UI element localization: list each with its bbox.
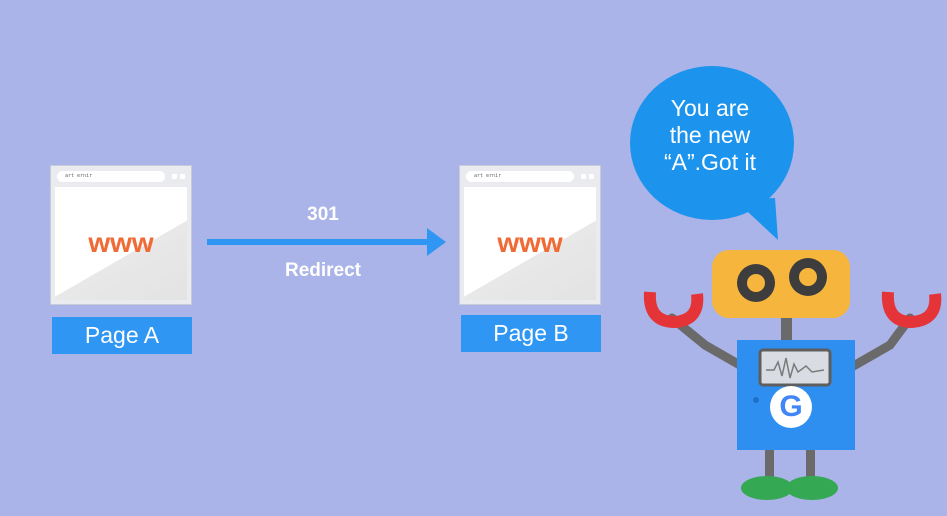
robot-left-foot (741, 476, 793, 500)
page-b-content: www www (464, 187, 596, 300)
window-control-icon (589, 174, 594, 179)
redirect-label: Redirect (284, 260, 362, 281)
window-control-icon (180, 174, 185, 179)
robot-left-hand (643, 291, 704, 329)
page-a-label: Page A (52, 317, 192, 354)
page-a-address-bar: art ernir (57, 171, 165, 182)
robot-left-leg (765, 448, 774, 480)
speech-bubble-shape (630, 66, 794, 240)
google-badge (770, 386, 812, 428)
page-b-address-bar: art ernir (466, 171, 574, 182)
speech-bubble-text: You are the new “A”.Got it (650, 95, 770, 176)
robot (643, 250, 942, 500)
page-a-logo: www (88, 227, 154, 258)
page-a-content: www www (55, 187, 187, 300)
redirect-arrow (207, 228, 446, 256)
robot-left-arm (667, 313, 750, 373)
robot-right-hand (881, 291, 942, 329)
robot-right-foot (786, 476, 838, 500)
robot-screen-waveform (766, 357, 825, 379)
page-b-logo: www (497, 227, 563, 258)
speech-bubble-line: You are (670, 95, 750, 121)
google-g-icon: G (779, 390, 803, 423)
page-b-browser-window: art ernir www www (460, 166, 600, 304)
robot-right-leg (806, 448, 815, 480)
speech-bubble-line: the new (669, 122, 751, 148)
window-control-icon (581, 174, 586, 179)
robot-head (712, 250, 850, 318)
page-b-logo-reflection: www (497, 235, 563, 254)
page-a-logo-reflection: www (88, 235, 154, 254)
redirect-code: 301 (307, 204, 339, 225)
page-a-browser-window: art ernir www www (51, 166, 191, 304)
page-b-label: Page B (461, 315, 601, 352)
robot-neck (781, 314, 792, 342)
speech-bubble-line: “A”.Got it (663, 149, 756, 175)
window-control-icon (172, 174, 177, 179)
